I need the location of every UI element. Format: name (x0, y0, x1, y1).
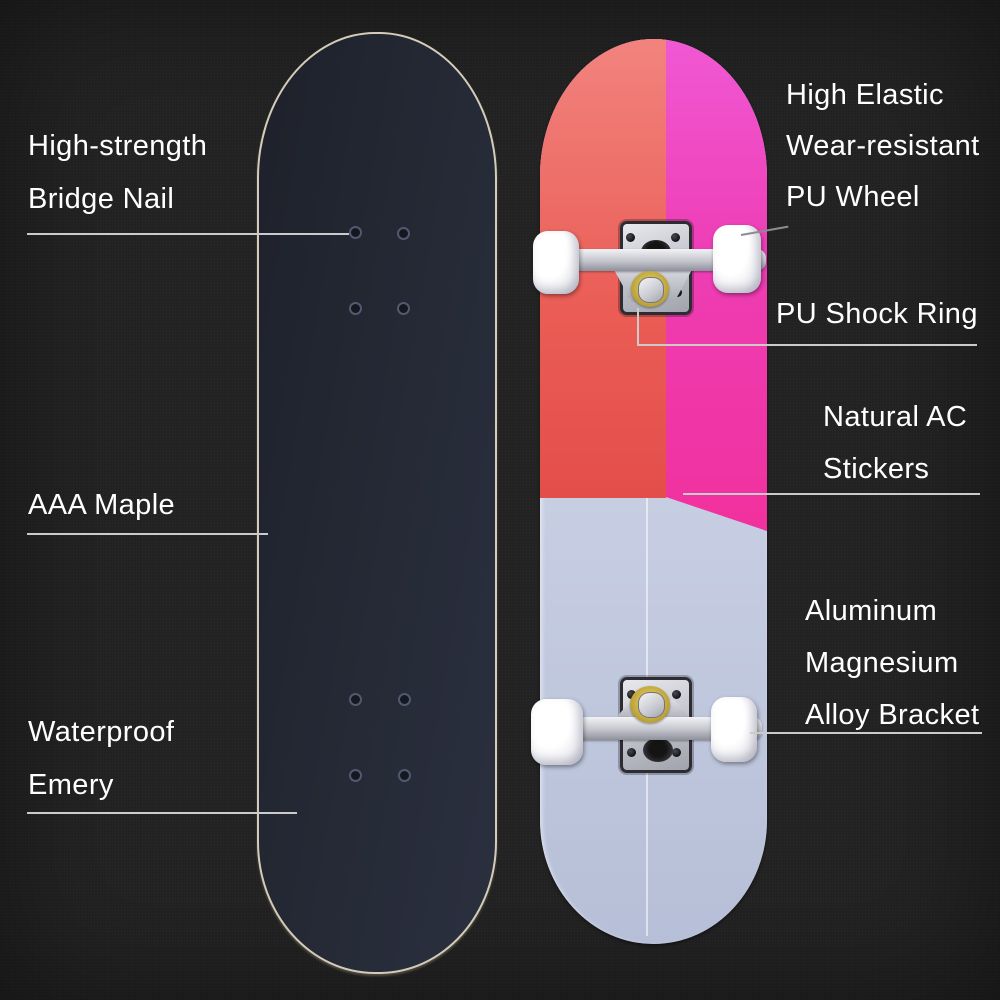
label-line: Bridge Nail (28, 183, 175, 215)
label-emery: Waterproof Emery (28, 706, 174, 812)
label-line: Natural AC (823, 401, 968, 433)
label-line: High Elastic (786, 79, 944, 111)
label-line: Magnesium (805, 647, 959, 679)
mounting-hole (349, 769, 362, 782)
pu-wheel (711, 697, 757, 762)
label-alloy-bracket: Aluminum Magnesium Alloy Bracket (805, 585, 979, 741)
label-line: High-strength (28, 130, 208, 162)
label-line: Waterproof (28, 716, 175, 748)
label-shock-ring: PU Shock Ring (776, 288, 978, 340)
printed-deck (540, 39, 767, 944)
mounting-hole (398, 769, 411, 782)
mounting-hole (397, 302, 410, 315)
baseplate-screw (627, 690, 636, 699)
label-line: Stickers (823, 453, 930, 485)
label-ac-stickers: Natural AC Stickers (823, 391, 967, 495)
label-line: Wear-resistant (786, 130, 980, 162)
pivot-hole (643, 738, 673, 762)
label-line: PU Shock Ring (776, 298, 978, 330)
mounting-hole (349, 226, 362, 239)
baseplate-screw (671, 233, 680, 242)
pu-wheel (533, 231, 579, 294)
callout-line-shock-ring-vertical (637, 308, 639, 346)
mounting-hole (349, 302, 362, 315)
label-maple: AAA Maple (28, 479, 175, 531)
label-pu-wheel: High Elastic Wear-resistant PU Wheel (786, 70, 980, 223)
baseplate-screw (626, 233, 635, 242)
callout-line-shock-ring (637, 344, 977, 346)
callout-line-bridge-nail (27, 233, 349, 235)
label-line: PU Wheel (786, 181, 920, 213)
callout-line-maple (27, 533, 268, 535)
callout-line-emery (27, 812, 297, 814)
pu-wheel (713, 225, 761, 293)
label-line: AAA Maple (28, 489, 176, 521)
label-line: Aluminum (805, 595, 938, 627)
top-truck-axle (538, 249, 766, 271)
label-bridge-nail: High-strength Bridge Nail (28, 120, 207, 226)
baseplate-screw (627, 748, 636, 757)
callout-line-stickers (683, 493, 980, 495)
grip-tape-deck (257, 32, 497, 974)
label-line: Emery (28, 769, 114, 801)
mounting-hole (349, 693, 362, 706)
baseplate-screw (672, 690, 681, 699)
top-truck-kingpin-nut (638, 277, 664, 303)
bottom-truck-kingpin-nut (638, 692, 665, 718)
mounting-hole (397, 227, 410, 240)
bottom-truck-axle (538, 717, 762, 740)
baseplate-screw (672, 748, 681, 757)
pu-wheel (531, 699, 583, 765)
label-line: Alloy Bracket (805, 699, 980, 731)
callout-line-bracket (750, 732, 982, 734)
mounting-hole (398, 693, 411, 706)
